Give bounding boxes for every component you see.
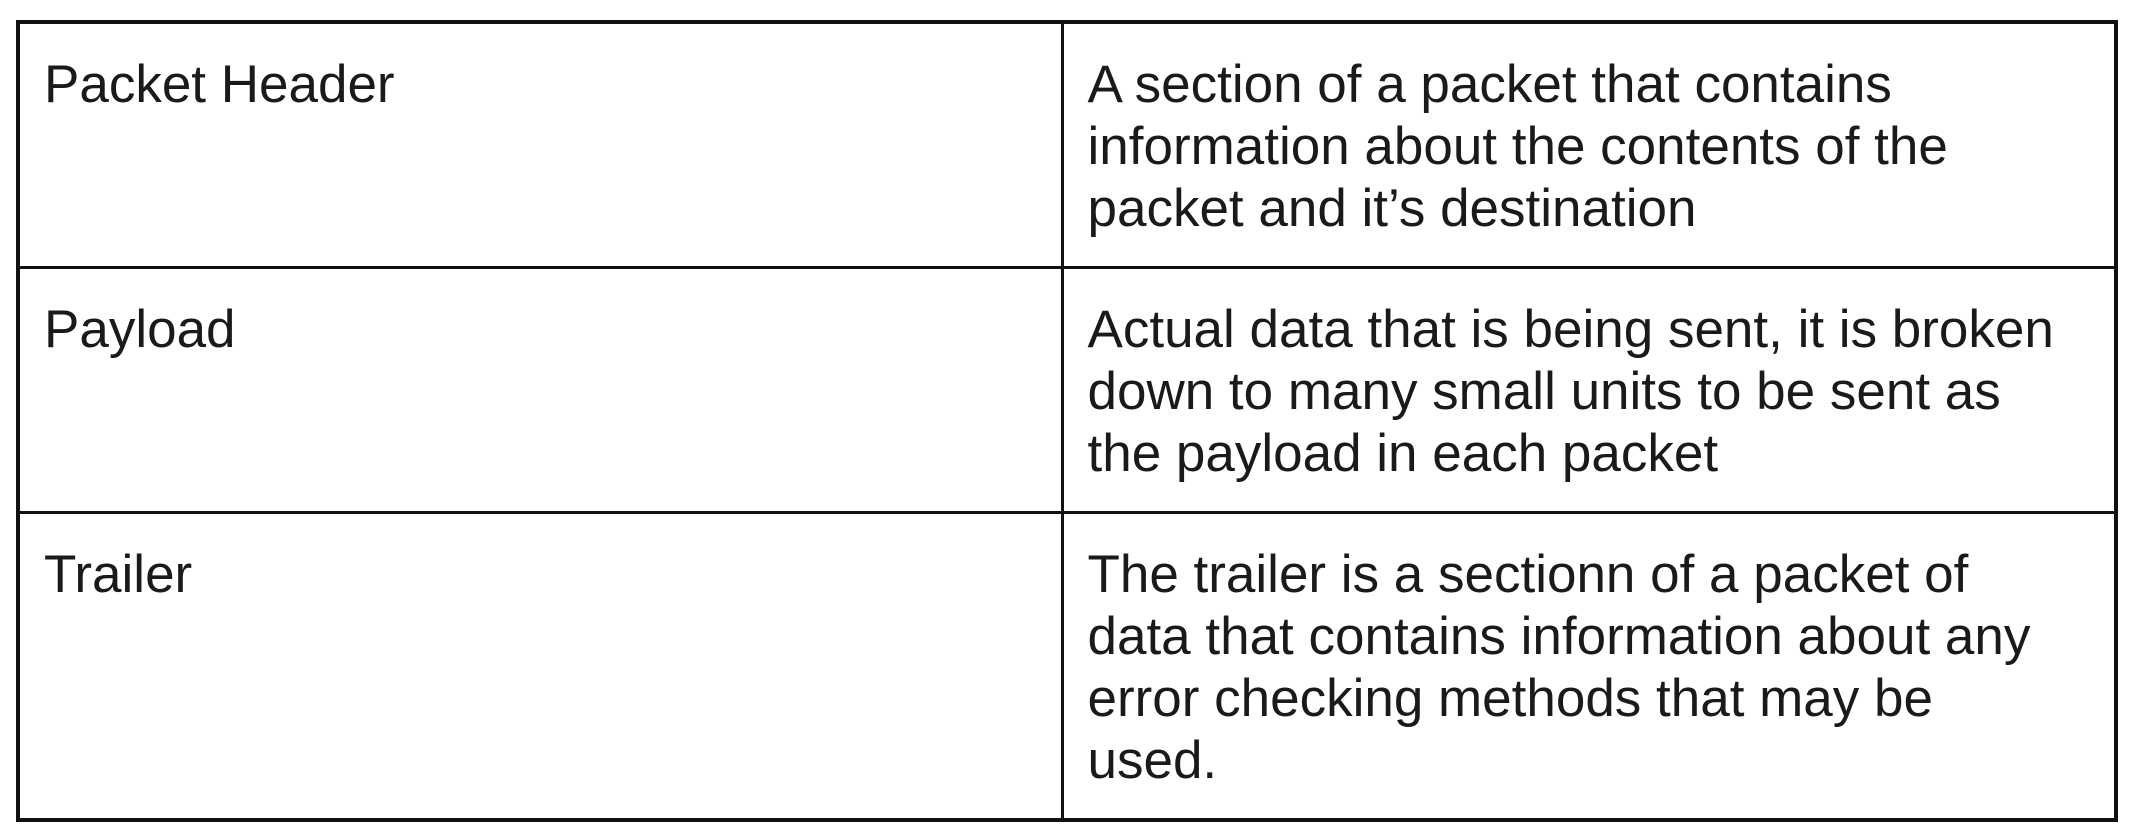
- definitions-table: Packet Header A section of a packet that…: [16, 20, 2118, 822]
- definition-line: down to many small units to be sent as: [1087, 362, 2001, 421]
- definition-line: the payload in each packet: [1087, 424, 1719, 483]
- definition-line: used.: [1087, 731, 1218, 790]
- definition-cell: The trailer is a sectionn of a packet of…: [1060, 511, 2118, 822]
- definition-cell: Actual data that is being sent, it is br…: [1060, 266, 2118, 514]
- definition-cell: A section of a packet that contains info…: [1060, 20, 2118, 269]
- definition-line: data that contains information about any: [1087, 607, 2031, 666]
- term-cell: Payload: [16, 266, 1064, 514]
- table-row: Trailer The trailer is a sectionn of a p…: [16, 511, 2118, 822]
- table-row: Packet Header A section of a packet that…: [16, 20, 2118, 269]
- definition-line: error checking methods that may be: [1087, 669, 1933, 728]
- term-cell: Trailer: [16, 511, 1064, 822]
- table-row: Payload Actual data that is being sent, …: [16, 266, 2118, 514]
- definition-line: packet and it’s destination: [1087, 179, 1697, 238]
- definition-line: A section of a packet that contains: [1087, 55, 1892, 114]
- term-cell: Packet Header: [16, 20, 1064, 269]
- definition-line: The trailer is a sectionn of a packet of: [1087, 545, 1969, 604]
- definition-line: Actual data that is being sent, it is br…: [1087, 300, 2054, 359]
- definition-line: information about the contents of the: [1087, 117, 1948, 176]
